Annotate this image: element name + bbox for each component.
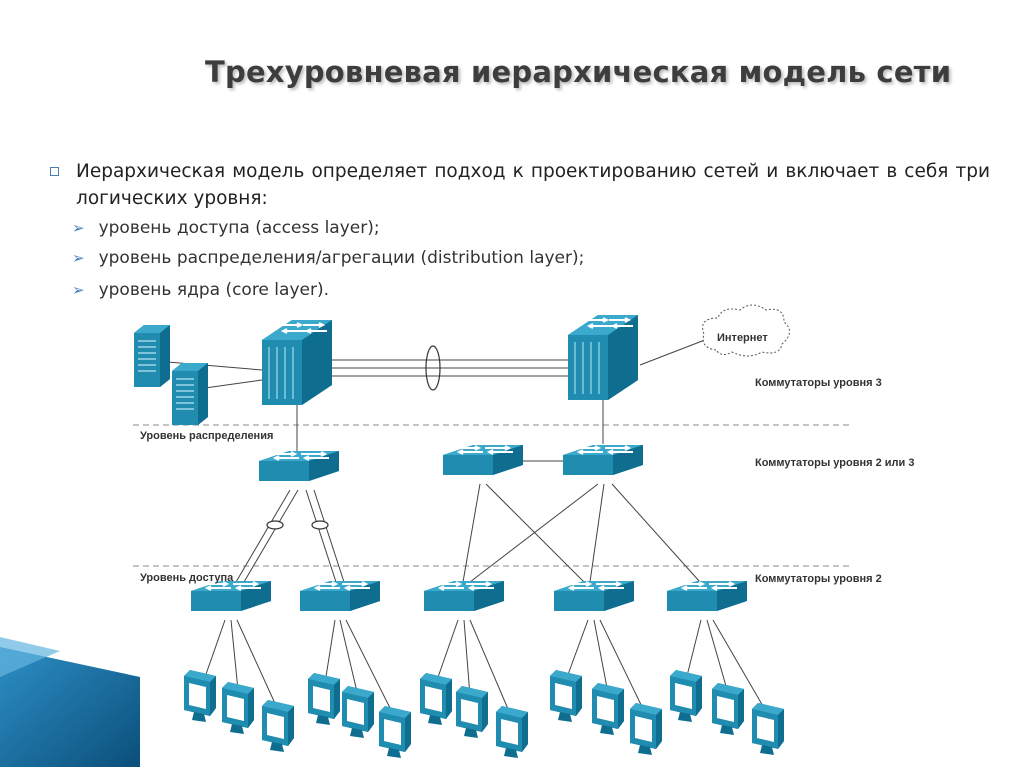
workstation-icon	[670, 670, 702, 722]
arrow-bullet-icon: ➢	[72, 281, 85, 299]
server-icon	[171, 362, 209, 426]
network-diagram: Интернет Коммутаторы уровня 3 Коммутатор…	[133, 304, 914, 758]
internet-cloud-icon	[702, 304, 790, 357]
layer-label: уровень доступа (access layer);	[98, 218, 380, 238]
server-icon	[133, 324, 171, 388]
core-switch-left-icon	[261, 319, 333, 406]
workstation-icon	[456, 686, 488, 738]
decorative-band	[0, 637, 140, 767]
workstation-icon	[420, 673, 452, 725]
access-switch-icon	[423, 580, 505, 612]
distribution-switch-icon	[442, 444, 524, 476]
label-l3-switches: Коммутаторы уровня 3	[755, 377, 882, 389]
arrow-bullet-icon: ➢	[72, 219, 85, 237]
label-l2-switches: Коммутаторы уровня 2	[755, 573, 882, 585]
layer-item-core: ➢ уровень ядра (core layer).	[72, 280, 329, 300]
core-switch-right-icon	[567, 314, 639, 401]
access-switch-icon	[553, 580, 635, 612]
access-switch-icon	[299, 580, 381, 612]
page-title: Трехуровневая иерархическая модель сети	[205, 55, 952, 89]
connection-lines	[167, 337, 768, 717]
workstation-icon	[550, 670, 582, 722]
workstation-icon	[496, 706, 528, 758]
zone-access-label: Уровень доступа	[140, 572, 234, 584]
etherchannel-left-icon	[266, 520, 284, 530]
distribution-switch-icon	[258, 450, 340, 482]
zone-distribution-label: Уровень распределения	[140, 430, 273, 442]
workstation-icon	[342, 686, 374, 738]
arrow-bullet-icon: ➢	[72, 249, 85, 267]
access-switch-icon	[190, 580, 272, 612]
layer-label: уровень ядра (core layer).	[98, 280, 329, 300]
internet-label: Интернет	[717, 332, 768, 344]
workstation-icon	[262, 700, 294, 752]
intro-bullet: Иерархическая модель определяет подход к…	[50, 158, 990, 212]
intro-text: Иерархическая модель определяет подход к…	[76, 161, 990, 209]
label-l23-switches: Коммутаторы уровня 2 или 3	[755, 457, 914, 469]
etherchannel-core-icon	[425, 345, 441, 391]
etherchannel-right-icon	[311, 520, 329, 530]
layer-label: уровень распределения/агрегации (distrib…	[98, 248, 585, 268]
workstation-icon	[222, 682, 254, 734]
workstation-icon	[630, 703, 662, 755]
square-bullet-icon	[50, 167, 59, 176]
layer-item-access: ➢ уровень доступа (access layer);	[72, 218, 380, 238]
workstation-icon	[712, 683, 744, 735]
distribution-switch-icon	[562, 444, 644, 476]
workstation-icon	[379, 706, 411, 758]
layer-item-distribution: ➢ уровень распределения/агрегации (distri…	[72, 248, 584, 268]
workstation-icon	[752, 703, 784, 755]
access-switch-icon	[666, 580, 748, 612]
workstation-icon	[184, 670, 216, 722]
workstation-icon	[308, 673, 340, 725]
workstation-icon	[592, 683, 624, 735]
